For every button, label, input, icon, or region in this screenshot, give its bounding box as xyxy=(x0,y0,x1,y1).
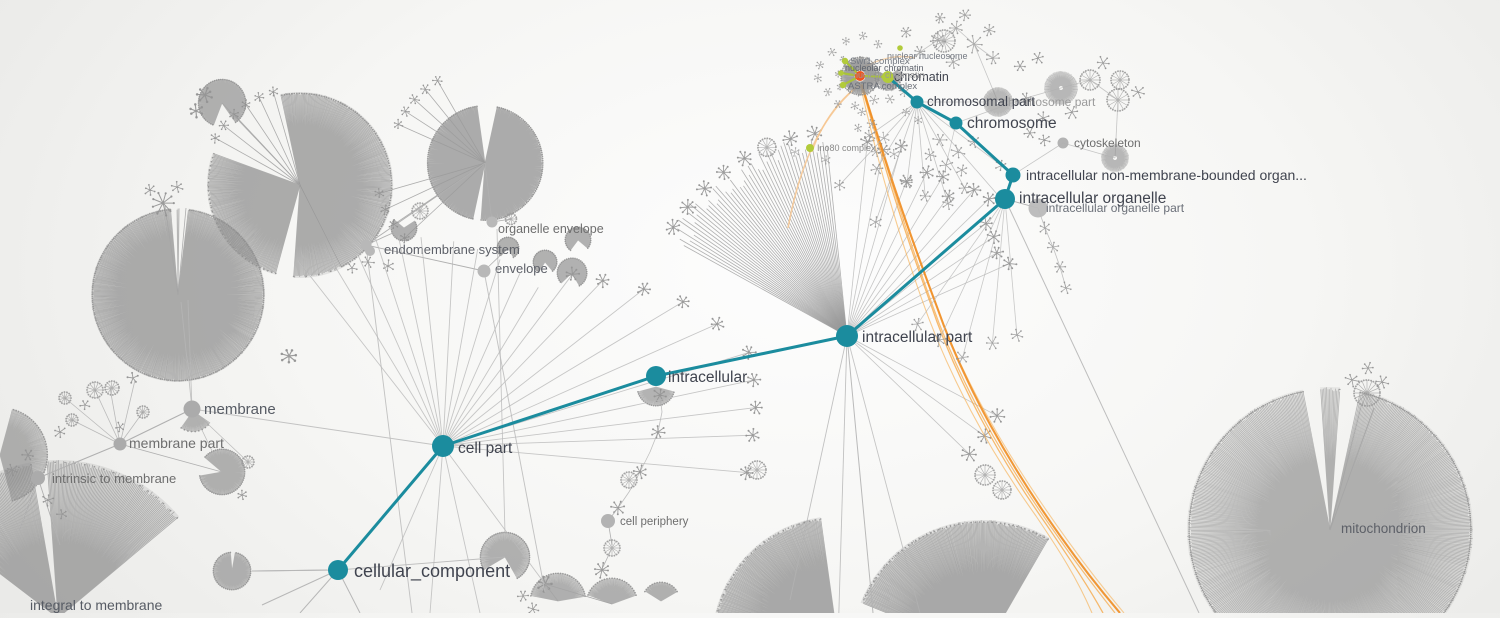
svg-text:Swr1 complex: Swr1 complex xyxy=(850,56,910,67)
svg-text:nuclear nucleosome: nuclear nucleosome xyxy=(887,51,968,61)
svg-text:envelope: envelope xyxy=(495,261,548,276)
svg-text:mitochondrion: mitochondrion xyxy=(1341,521,1426,536)
svg-text:cell periphery: cell periphery xyxy=(620,516,689,528)
svg-text:nuclear chromatin: nuclear chromatin xyxy=(853,70,925,80)
svg-text:intracellular non-membrane-bou: intracellular non-membrane-bounded organ… xyxy=(1026,167,1307,183)
svg-text:endomembrane system: endomembrane system xyxy=(384,242,520,257)
svg-text:cellular_component: cellular_component xyxy=(354,561,510,582)
svg-text:chromosomal part: chromosomal part xyxy=(927,94,1035,109)
svg-text:organelle envelope: organelle envelope xyxy=(498,222,604,236)
svg-text:chromosome: chromosome xyxy=(967,115,1057,132)
svg-text:membrane part: membrane part xyxy=(129,435,224,451)
svg-text:intrinsic to membrane: intrinsic to membrane xyxy=(52,471,176,486)
svg-text:intracellular: intracellular xyxy=(668,369,747,386)
svg-text:intracellular organelle part: intracellular organelle part xyxy=(1046,201,1185,215)
svg-text:cell part: cell part xyxy=(458,440,513,457)
svg-text:nucleolar chromatin: nucleolar chromatin xyxy=(845,63,924,73)
svg-text:cytoskeleton: cytoskeleton xyxy=(1074,136,1141,150)
svg-text:Ino80 complex: Ino80 complex xyxy=(817,143,876,153)
svg-text:intracellular organelle: intracellular organelle xyxy=(1019,190,1166,207)
svg-text:chromatin: chromatin xyxy=(894,70,949,84)
svg-text:chromosome part: chromosome part xyxy=(1002,95,1096,109)
svg-text:intracellular part: intracellular part xyxy=(862,329,973,346)
svg-text:membrane: membrane xyxy=(204,401,276,418)
svg-text:integral to membrane: integral to membrane xyxy=(30,597,163,613)
svg-text:ASTRA complex: ASTRA complex xyxy=(848,81,917,92)
